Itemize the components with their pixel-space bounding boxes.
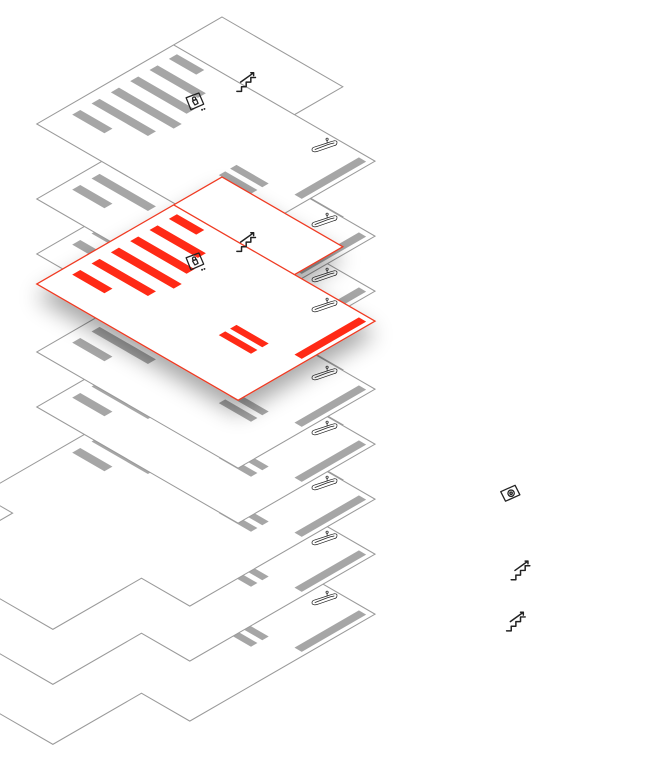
room-bar-0-5 bbox=[72, 110, 113, 134]
room-bar-0-1 bbox=[149, 65, 206, 98]
room-bar-3-1 bbox=[149, 225, 206, 258]
room-bar-1-5 bbox=[72, 185, 113, 209]
room-bar-5-5 bbox=[72, 393, 113, 417]
floor-plan-0 bbox=[35, 16, 377, 241]
room-bar-3-5 bbox=[72, 270, 113, 294]
floor-3 bbox=[35, 176, 377, 401]
floor-0 bbox=[35, 16, 377, 241]
room-strip-0 bbox=[294, 157, 367, 199]
room-counter-a-3 bbox=[230, 324, 269, 348]
camera-icon bbox=[499, 484, 521, 502]
room-bar-4-4 bbox=[91, 326, 156, 365]
room-bar-3-2 bbox=[130, 236, 195, 274]
room-bar-1-4 bbox=[91, 173, 156, 212]
room-bar-3-4 bbox=[91, 258, 156, 297]
room-bar-0-2 bbox=[130, 76, 195, 114]
room-bar-0-3 bbox=[110, 87, 182, 129]
room-bar-6-5 bbox=[72, 448, 113, 472]
room-strip-8 bbox=[294, 610, 367, 652]
room-bar-0-0 bbox=[168, 54, 205, 75]
floor-wall-0 bbox=[173, 44, 296, 115]
room-strip-3 bbox=[294, 317, 367, 359]
floor-plan-3 bbox=[35, 176, 377, 401]
room-bar-4-5 bbox=[72, 338, 113, 362]
room-counter-b-4 bbox=[218, 399, 258, 422]
stairs-icon bbox=[505, 611, 526, 632]
room-bar-3-3 bbox=[110, 247, 182, 289]
room-strip-5 bbox=[294, 440, 367, 482]
floor-wall-3 bbox=[173, 204, 296, 276]
room-strip-6 bbox=[294, 495, 367, 537]
highlighted-floor bbox=[35, 176, 377, 401]
floor-outline-0 bbox=[35, 16, 377, 241]
room-counter-b-0 bbox=[218, 171, 258, 194]
room-strip-7 bbox=[294, 550, 367, 592]
room-counter-a-0 bbox=[230, 164, 269, 188]
stairs-icon bbox=[510, 560, 531, 581]
floor-outline-3 bbox=[35, 176, 377, 401]
room-bar-3-0 bbox=[168, 214, 205, 235]
room-counter-b-3 bbox=[218, 331, 258, 354]
room-strip-4 bbox=[294, 385, 367, 427]
room-bar-0-4 bbox=[91, 98, 156, 137]
